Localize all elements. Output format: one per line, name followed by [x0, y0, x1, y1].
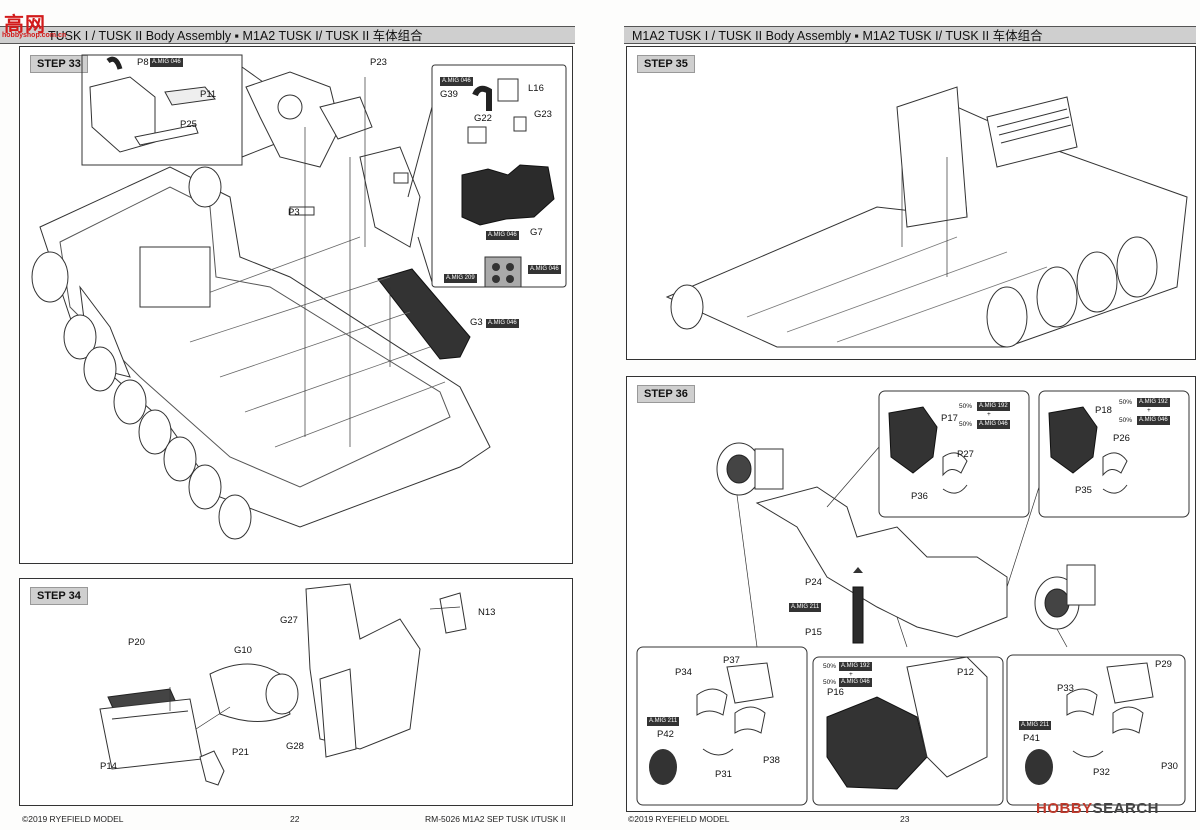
paint-code-211-b: A.MIG 211 [647, 717, 680, 726]
part-label-p36: P36 [911, 491, 928, 502]
part-label-g3: G3 [470, 317, 483, 328]
paint-code-192-c: A.MIG 192 [839, 662, 872, 671]
part-label-p37: P37 [723, 655, 740, 666]
part-label-p34: P34 [675, 667, 692, 678]
part-label-p38: P38 [763, 755, 780, 766]
part-label-p23: P23 [370, 57, 387, 68]
step-34-panel: STEP 34 G27 N13 P20 G10 G28 P21 P14 [19, 578, 573, 806]
paint-code-211-c: A.MIG 211 [1019, 721, 1052, 730]
paint-code-211-a: A.MIG 211 [789, 603, 822, 612]
paint-code-inset-top: A.MIG 046 [440, 77, 473, 86]
plus-2: + [1147, 407, 1151, 414]
step-36-tag: STEP 36 [637, 385, 695, 403]
part-label-p25: P25 [180, 119, 197, 130]
part-label-g27: G27 [280, 615, 298, 626]
part-label-p16: P16 [827, 687, 844, 698]
footer-page-number-left: 22 [290, 814, 300, 824]
part-label-p8: P8 [137, 57, 149, 68]
paint-code-mig046b: A.MIG 046 [528, 265, 561, 274]
pct-4: 50% [1119, 417, 1133, 424]
plus-3: + [849, 671, 853, 678]
part-label-g28: G28 [286, 741, 304, 752]
step-35-diagram [665, 86, 1188, 348]
part-label-p11: P11 [200, 89, 217, 100]
part-label-g23: G23 [534, 109, 552, 120]
footer-page-number-right: 23 [900, 814, 910, 824]
step-33-diagram [31, 54, 567, 540]
paint-code-046-a: A.MIG 046 [977, 420, 1010, 429]
part-label-p41: P41 [1023, 733, 1040, 744]
part-label-p31: P31 [715, 769, 732, 780]
pct-3: 50% [1119, 399, 1133, 406]
part-label-g39: G39 [440, 89, 458, 100]
page-title-right: M1A2 TUSK I / TUSK II Body Assembly ▪ M1… [624, 26, 1196, 44]
plus-1: + [987, 411, 991, 418]
page-title-left: TUSK I / TUSK II Body Assembly ▪ M1A2 TU… [0, 26, 575, 44]
part-label-p29: P29 [1155, 659, 1172, 670]
step-35-tag: STEP 35 [637, 55, 695, 73]
part-label-p26: P26 [1113, 433, 1130, 444]
paint-code-mig209: A.MIG 209 [444, 274, 477, 283]
part-label-p33: P33 [1057, 683, 1074, 694]
footer-copyright-left: ©2019 RYEFIELD MODEL [22, 814, 124, 824]
step-35-panel: STEP 35 [626, 46, 1196, 360]
step-33-panel: STEP 33 [19, 46, 573, 564]
pct-1: 50% [959, 403, 973, 410]
watermark-brand: HOBBY [1036, 800, 1093, 817]
right-page: M1A2 TUSK I / TUSK II Body Assembly ▪ M1… [610, 0, 1200, 830]
pct-6: 50% [823, 679, 837, 686]
part-label-p17: P17 [941, 413, 958, 424]
part-label-p18: P18 [1095, 405, 1112, 416]
part-label-p21: P21 [232, 747, 249, 758]
step-36-diagram [636, 390, 1190, 806]
part-label-g7: G7 [530, 227, 543, 238]
step-36-panel: STEP 36 [626, 376, 1196, 812]
pct-2: 50% [959, 421, 973, 428]
part-label-p12: P12 [957, 667, 974, 678]
footer-product-left: RM-5026 M1A2 SEP TUSK I/TUSK II [425, 814, 566, 824]
step-34-diagram [99, 583, 467, 786]
part-label-p42: P42 [657, 729, 674, 740]
paint-code-g3: A.MIG 046 [486, 319, 519, 328]
part-label-g10: G10 [234, 645, 252, 656]
site-logo: 高网 hobbyshop.com.cn [2, 2, 66, 44]
hobbysearch-watermark: HOBBYSEARCH [1036, 800, 1159, 817]
part-label-p32: P32 [1093, 767, 1110, 778]
paint-code-046-b: A.MIG 046 [1137, 416, 1170, 425]
part-label-p3: P3 [288, 207, 300, 218]
part-label-p35: P35 [1075, 485, 1092, 496]
part-label-p24: P24 [805, 577, 822, 588]
part-label-p30: P30 [1161, 761, 1178, 772]
paint-code-046-c: A.MIG 046 [839, 678, 872, 687]
part-label-l16: L16 [528, 83, 544, 94]
part-label-p14: P14 [100, 761, 117, 772]
part-label-n13: N13 [478, 607, 496, 618]
logo-subtext: hobbyshop.com.cn [2, 32, 67, 39]
part-label-p15: P15 [805, 627, 822, 638]
part-label-p20: P20 [128, 637, 145, 648]
paint-code-g7: A.MIG 046 [486, 231, 519, 240]
paint-code-192-b: A.MIG 192 [1137, 398, 1170, 407]
step-34-tag: STEP 34 [30, 587, 88, 605]
part-label-p27: P27 [957, 449, 974, 460]
paint-code-p8: A.MIG 046 [150, 58, 183, 67]
pct-5: 50% [823, 663, 837, 670]
watermark-rest: SEARCH [1092, 800, 1160, 817]
logo-text: 高网 [4, 12, 46, 36]
left-page: TUSK I / TUSK II Body Assembly ▪ M1A2 TU… [0, 0, 590, 830]
step-33-tag: STEP 33 [30, 55, 88, 73]
part-label-g22: G22 [474, 113, 492, 124]
paint-code-192-a: A.MIG 192 [977, 402, 1010, 411]
footer-copyright-right: ©2019 RYEFIELD MODEL [628, 814, 730, 824]
